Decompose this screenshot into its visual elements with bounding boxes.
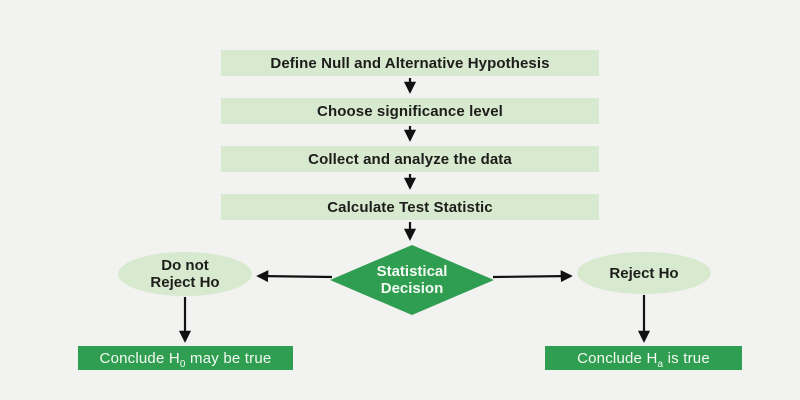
conclusion-text: Conclude Ha is true	[577, 349, 710, 370]
step-label: Choose significance level	[317, 102, 503, 120]
outcome-reject: Reject Ho	[577, 252, 711, 294]
conclusion-subscript: a	[657, 358, 664, 370]
conclusion-text: Conclude H0 may be true	[99, 349, 272, 370]
step-collect-data: Collect and analyze the data	[221, 146, 599, 172]
step-define-hypothesis: Define Null and Alternative Hypothesis	[221, 50, 599, 76]
conclusion-suffix: is true	[663, 349, 710, 367]
step-label: Calculate Test Statistic	[327, 198, 493, 216]
conclusion-suffix: may be true	[185, 349, 272, 367]
outcome-line1: Do not	[161, 257, 209, 274]
decision-line1: Statistical	[376, 263, 448, 280]
arrow-decision-right	[492, 270, 573, 283]
outcome-do-not-reject: Do not Reject Ho	[118, 252, 252, 296]
decision-diamond: Statistical Decision	[330, 245, 494, 315]
conclusion-subscript: 0	[179, 358, 186, 370]
step-label: Collect and analyze the data	[308, 150, 512, 168]
step-calculate-statistic: Calculate Test Statistic	[221, 194, 599, 220]
step-label: Define Null and Alternative Hypothesis	[270, 54, 550, 72]
conclusion-prefix: Conclude H	[577, 349, 658, 367]
outcome-label: Reject Ho	[609, 264, 679, 282]
conclusion-h0-true: Conclude H0 may be true	[78, 346, 293, 370]
conclusion-prefix: Conclude H	[99, 349, 180, 367]
decision-line2: Decision	[380, 280, 444, 297]
step-choose-significance: Choose significance level	[221, 98, 599, 124]
outcome-line2: Reject Ho	[150, 274, 220, 291]
conclusion-ha-true: Conclude Ha is true	[545, 346, 742, 370]
arrow-decision-left	[256, 270, 333, 283]
